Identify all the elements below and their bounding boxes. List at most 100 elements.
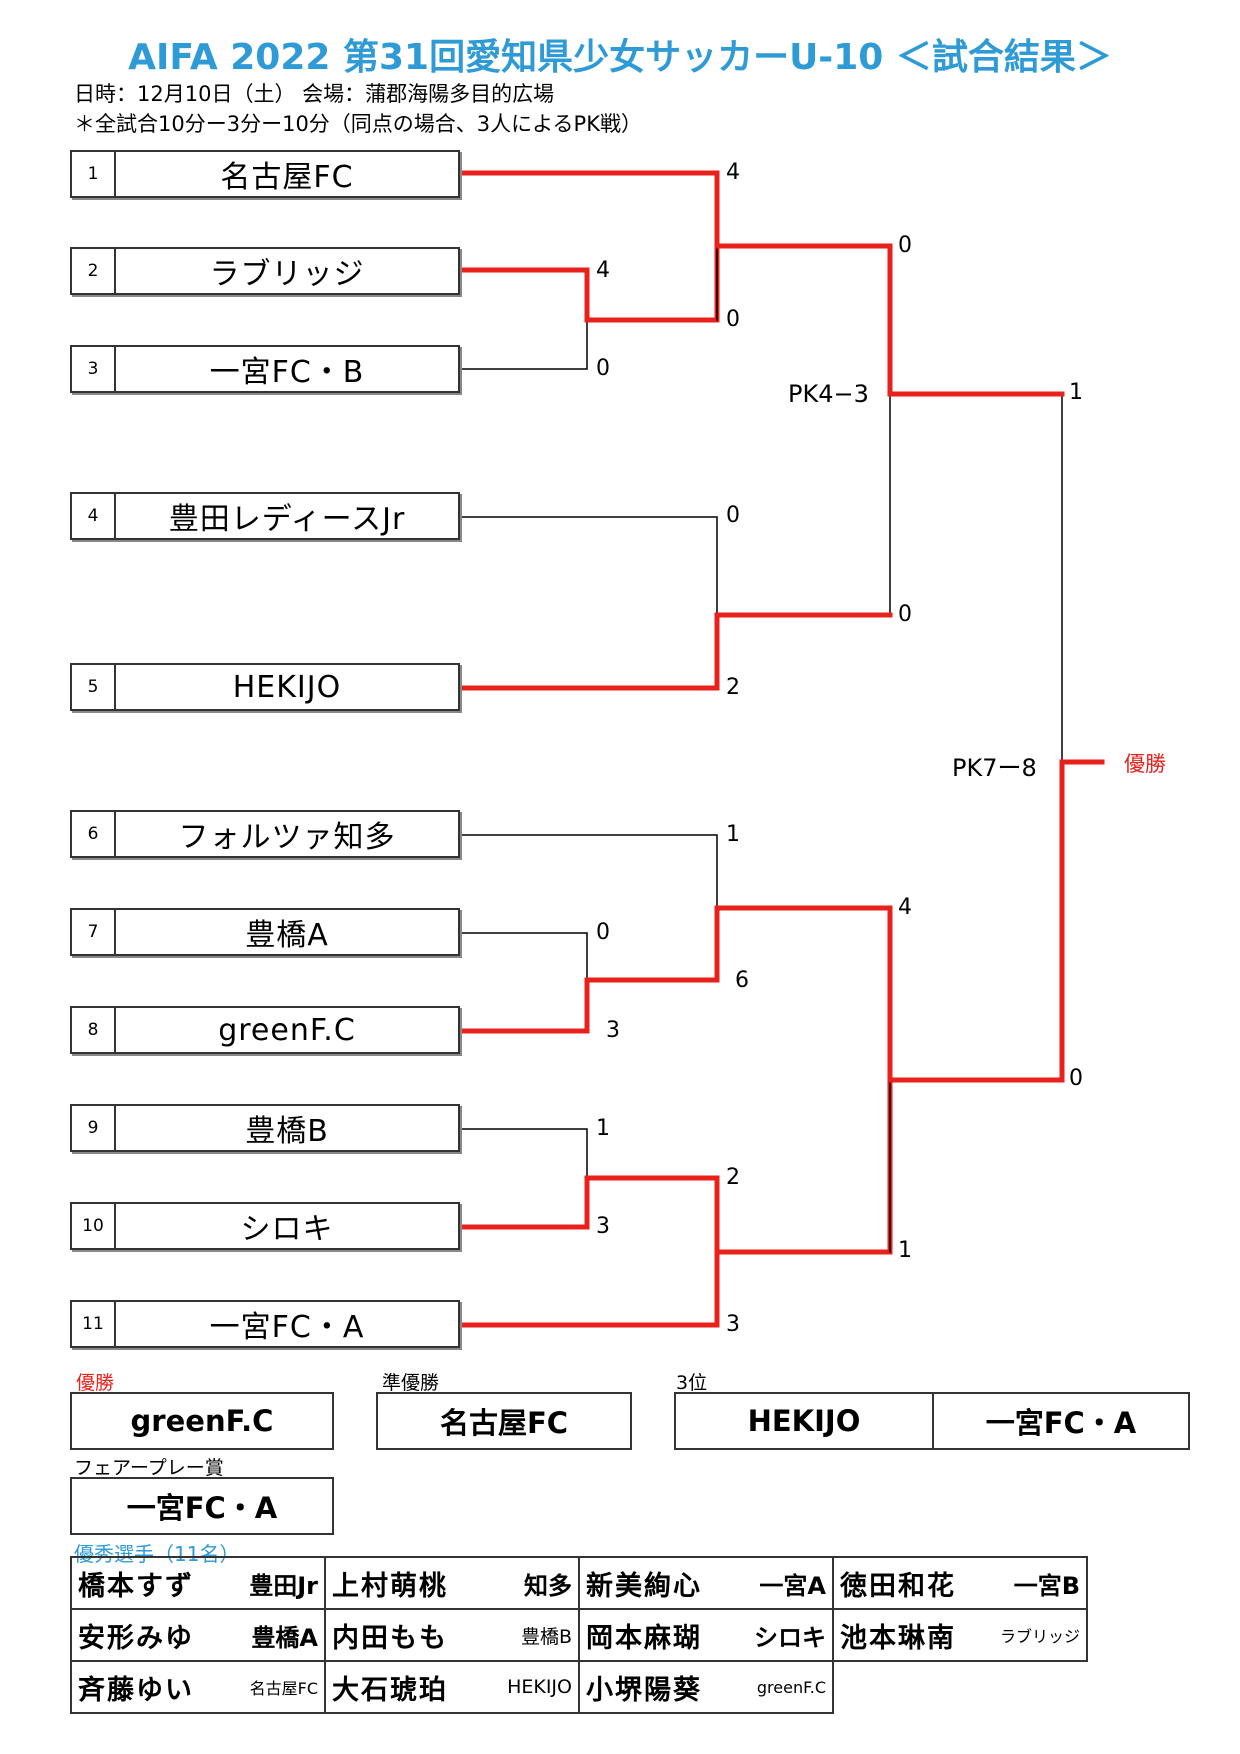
score: 0 bbox=[1069, 1066, 1083, 1091]
team-number: 3 bbox=[72, 347, 116, 391]
player-team: 豊田Jr bbox=[249, 1571, 318, 1600]
line-sf1-top bbox=[714, 243, 893, 397]
line-w78 bbox=[584, 905, 720, 983]
player-team: シロキ bbox=[754, 1623, 826, 1652]
line-team5 bbox=[457, 612, 720, 691]
score: 3 bbox=[596, 1214, 610, 1239]
table-row: 安形みゆ豊橋A 内田もも 豊橋B 岡本麻瑚 シロキ 池本琳南ラブリッジ bbox=[70, 1608, 1088, 1662]
player-team: ラブリッジ bbox=[999, 1627, 1080, 1646]
player-team: 名古屋FC bbox=[249, 1679, 318, 1698]
score: 0 bbox=[596, 356, 610, 381]
player-cell: 上村萌桃知多 bbox=[324, 1556, 580, 1610]
player-cell: 斉藤ゆい名古屋FC bbox=[70, 1660, 326, 1714]
player-name: 大石琥珀 bbox=[332, 1674, 448, 1706]
table-row: 橋本すず豊田Jr 上村萌桃知多 新美絢心 一宮A 徳田和花 一宮B bbox=[70, 1556, 1088, 1610]
player-name: 徳田和花 bbox=[840, 1570, 956, 1602]
team-name: 豊田レディースJr bbox=[168, 502, 406, 537]
player-cell: 新美絢心 一宮A bbox=[578, 1556, 834, 1610]
score: 1 bbox=[898, 1238, 912, 1263]
team-box: 6 フォルツァ知多 bbox=[70, 810, 460, 858]
player-team: 一宮A bbox=[759, 1571, 826, 1600]
team-number: 2 bbox=[72, 249, 116, 293]
player-cell: 内田もも 豊橋B bbox=[324, 1608, 580, 1662]
line-sf2-top bbox=[714, 905, 893, 1083]
team-name: HEKIJO bbox=[232, 669, 342, 705]
score: 1 bbox=[726, 822, 740, 847]
third-box-b: 一宮FC・A bbox=[932, 1392, 1190, 1450]
runnerup-label: 準優勝 bbox=[382, 1372, 440, 1394]
team-name: ラブリッジ bbox=[209, 257, 365, 292]
player-cell: 橋本すず豊田Jr bbox=[70, 1556, 326, 1610]
player-name: 新美絢心 bbox=[586, 1570, 702, 1602]
event-info: 日時：12月10日（土） 会場：蒲郡海陽多目的広場 bbox=[74, 82, 555, 106]
team-number: 1 bbox=[72, 152, 116, 196]
team-name: 豊橋B bbox=[245, 1114, 329, 1149]
team-box: 3 一宮FC・B bbox=[70, 345, 460, 393]
score: 1 bbox=[1069, 380, 1083, 405]
player-name: 安形みゆ bbox=[78, 1622, 194, 1654]
player-team: 一宮B bbox=[1013, 1571, 1080, 1600]
champion-box: greenF.C bbox=[70, 1392, 334, 1450]
line-team7 bbox=[459, 932, 588, 981]
team-number: 6 bbox=[72, 812, 116, 856]
fairplay-box: 一宮FC・A bbox=[70, 1477, 334, 1535]
team-name: 一宮FC・B bbox=[209, 355, 365, 390]
score: 1 bbox=[596, 1116, 610, 1141]
player-name: 内田もも bbox=[332, 1622, 448, 1654]
score: 0 bbox=[596, 920, 610, 945]
score: 0 bbox=[898, 602, 912, 627]
score: 2 bbox=[726, 675, 740, 700]
team-box: 4 豊田レディースJr bbox=[70, 492, 460, 540]
line-sf1-bot bbox=[716, 393, 891, 616]
player-team: 豊橋B bbox=[520, 1625, 572, 1648]
team-name: シロキ bbox=[240, 1212, 334, 1247]
team-number: 9 bbox=[72, 1106, 116, 1150]
page-title: AIFA 2022 第31回愛知県少女サッカーU-10 ＜試合結果＞ bbox=[128, 37, 1112, 78]
line-team11 bbox=[457, 1249, 720, 1328]
team-name: 豊橋A bbox=[245, 918, 329, 953]
players-table: 橋本すず豊田Jr 上村萌桃知多 新美絢心 一宮A 徳田和花 一宮B 安形みゆ豊橋A … bbox=[70, 1556, 1088, 1714]
score: 0 bbox=[898, 233, 912, 258]
line-team6 bbox=[459, 834, 718, 909]
team-name: フォルツァ知多 bbox=[178, 820, 396, 855]
champion-mark: 優勝 bbox=[1124, 752, 1166, 776]
score: 0 bbox=[726, 307, 740, 332]
score: 0 bbox=[726, 503, 740, 528]
line-team4 bbox=[459, 516, 718, 616]
score: 2 bbox=[726, 1165, 740, 1190]
score: 4 bbox=[726, 160, 740, 185]
match-rules: ＊全試合10分ー3分ー10分（同点の場合、3人によるPK戦） bbox=[74, 112, 642, 136]
team-number: 8 bbox=[72, 1008, 116, 1052]
player-cell: 岡本麻瑚 シロキ bbox=[578, 1608, 834, 1662]
third-box-a: HEKIJO bbox=[674, 1392, 934, 1450]
player-cell: 池本琳南ラブリッジ bbox=[832, 1608, 1088, 1662]
line-final-bot bbox=[887, 759, 1065, 1083]
champion-label: 優勝 bbox=[76, 1372, 115, 1394]
pk-result: PK4−3 bbox=[788, 380, 869, 408]
line-w910 bbox=[584, 1175, 720, 1255]
score: 3 bbox=[726, 1312, 740, 1337]
third-label: 3位 bbox=[676, 1372, 708, 1394]
empty-cell bbox=[833, 1661, 1087, 1713]
player-cell: 徳田和花 一宮B bbox=[832, 1556, 1088, 1610]
score: 3 bbox=[606, 1018, 620, 1043]
team-box: 2 ラブリッジ bbox=[70, 247, 460, 295]
player-name: 岡本麻瑚 bbox=[586, 1622, 702, 1654]
pk-result: PK7ー8 bbox=[952, 754, 1037, 782]
line-sf2-bot bbox=[714, 1077, 893, 1255]
team-number: 4 bbox=[72, 494, 116, 538]
team-box: 9 豊橋B bbox=[70, 1104, 460, 1152]
line-team10 bbox=[457, 1175, 590, 1230]
score: 4 bbox=[596, 258, 610, 283]
player-cell: 安形みゆ豊橋A bbox=[70, 1608, 326, 1662]
fairplay-label: フェアープレー賞 bbox=[74, 1457, 224, 1479]
player-name: 上村萌桃 bbox=[332, 1570, 448, 1602]
